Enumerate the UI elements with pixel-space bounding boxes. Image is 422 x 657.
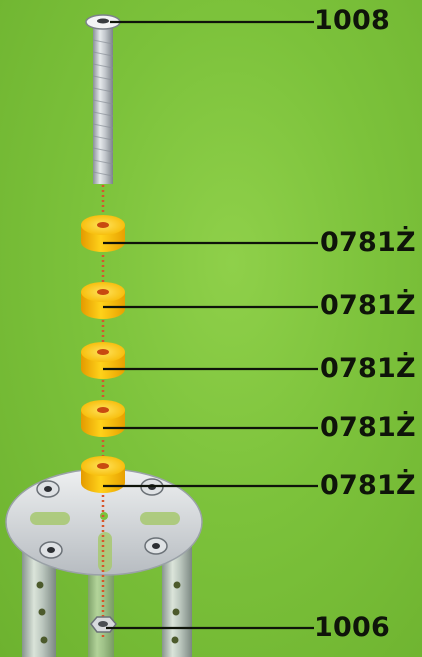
callout-spacer-1-part-number: 0781Ż xyxy=(320,229,416,256)
spacer-3 xyxy=(81,342,125,379)
spacer-4 xyxy=(81,400,125,437)
callout-nut-part-number: 1006 xyxy=(314,614,390,641)
callout-spacer-2-part-number: 0781Ż xyxy=(320,292,416,319)
spacer-5 xyxy=(81,456,125,493)
spacer-1 xyxy=(81,215,125,252)
bolt xyxy=(86,15,120,184)
callout-spacer-4-part-number: 0781Ż xyxy=(320,414,416,441)
callout-bolt-part-number: 1008 xyxy=(314,7,390,34)
callout-spacer-5-part-number: 0781Ż xyxy=(320,472,416,499)
callout-spacer-3-part-number: 0781Ż xyxy=(320,355,416,382)
nut xyxy=(91,617,116,632)
spacer-2 xyxy=(81,282,125,319)
